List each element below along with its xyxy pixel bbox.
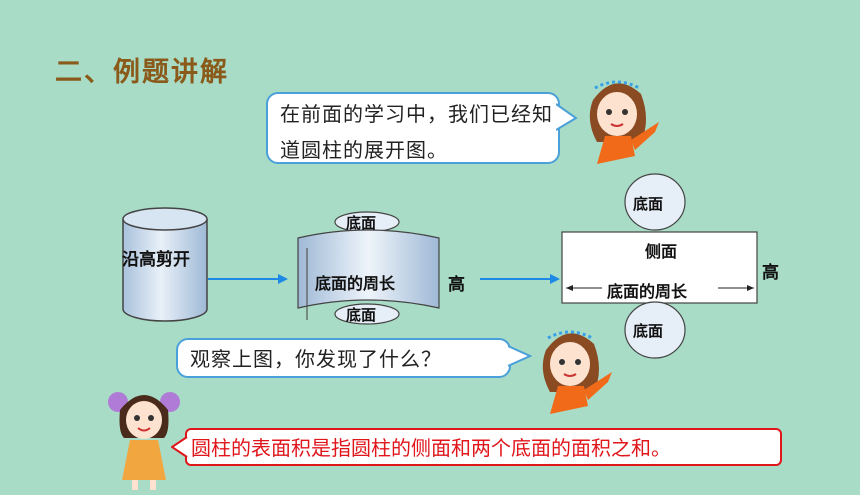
bubble-tail (508, 345, 532, 367)
side-face-label: 侧面 (645, 242, 678, 261)
conclusion-speech-bubble: 圆柱的表面积是指圆柱的侧面和两个底面的面积之和。 (185, 428, 782, 466)
bottom-base-label: 底面 (346, 306, 377, 324)
child-character-illustration (108, 392, 180, 490)
circumference-label: 底面的周长 (315, 274, 396, 293)
height-label: 高 (448, 275, 465, 295)
section-title: 二、例题讲解 (55, 57, 229, 88)
cylinder-illustration (122, 207, 208, 322)
net-circumference-label: 底面的周长 (607, 282, 688, 301)
bubble-tail (556, 103, 578, 131)
girl-character-illustration (542, 330, 612, 414)
opened-cylinder-illustration (297, 211, 440, 325)
cylinder-net-illustration (561, 173, 758, 359)
bubble-tail (171, 436, 188, 458)
net-height-label: 高 (762, 263, 779, 283)
intro-speech-bubble: 在前面的学习中，我们已经知道圆柱的展开图。 (266, 92, 560, 164)
question-speech-bubble: 观察上图，你发现了什么？ (176, 338, 511, 378)
girl-character-illustration (589, 80, 659, 164)
net-top-base-label: 底面 (633, 195, 664, 213)
cut-along-height-label: 沿高剪开 (122, 250, 190, 270)
arrow-right-icon (480, 274, 560, 284)
arrow-right-icon (208, 274, 288, 284)
top-base-label: 底面 (346, 214, 377, 232)
net-bottom-base-label: 底面 (633, 322, 664, 340)
